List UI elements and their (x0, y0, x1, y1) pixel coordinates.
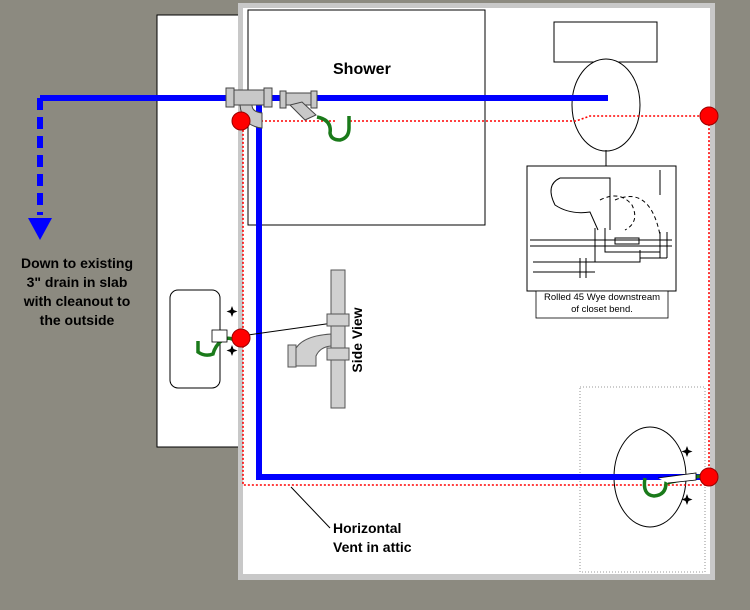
vent-callout-line (290, 486, 331, 529)
vent-connection-dot (231, 328, 251, 348)
side-view-upper-hub (326, 313, 350, 327)
sketch-wye-body (614, 237, 640, 245)
wye-detail-sketch (530, 170, 672, 278)
sparkle-icons (226, 306, 693, 505)
wye-caption-line: of closet bend. (571, 304, 633, 315)
vent-connection-dot (699, 467, 719, 487)
sparkle-icon (681, 446, 693, 457)
drain-destination-label: Down to existing 3" drain in slab with c… (6, 254, 148, 330)
wye-fitting (279, 90, 318, 121)
horizontal-vent-line (241, 115, 710, 486)
side-view-callout-line (247, 322, 334, 336)
drain-destination-line: the outside (39, 312, 115, 328)
sparkle-icon (226, 345, 238, 356)
sparkle-icon (226, 306, 238, 317)
sketch-closet-bend (594, 228, 641, 263)
wye-caption-box (535, 290, 669, 319)
horizontal-vent-label: Horizontal Vent in attic (333, 519, 412, 557)
drain-destination-line: with cleanout to (23, 293, 131, 309)
wye-hub-left (279, 90, 287, 109)
drain-destination-line: Down to existing (21, 255, 133, 271)
shower-label: Shower (333, 61, 391, 78)
vent-label-line: Horizontal (333, 520, 402, 536)
toilet-tank (553, 21, 658, 63)
drain-down-arrow-head (28, 218, 52, 240)
vent-connection-dot (231, 111, 251, 131)
shower-trap (316, 115, 351, 142)
sketch-pipe-dashed (599, 195, 661, 236)
right-sink-tailpiece (657, 472, 697, 484)
side-view-fitting (287, 269, 350, 409)
left-sink-trap (196, 336, 246, 357)
wye-branch (289, 101, 317, 121)
tee-hub-left (225, 87, 235, 108)
shower-enclosure (247, 9, 486, 226)
left-sink-tailpiece (211, 329, 228, 343)
sketch-toilet (550, 177, 611, 231)
side-view-vertical-pipe (330, 269, 346, 409)
sketch-riser (640, 232, 668, 259)
sketch-drain (533, 258, 595, 278)
toilet-bowl (571, 58, 641, 152)
sparkle-icon (681, 494, 693, 505)
vent-connection-dot (699, 106, 719, 126)
wye-caption-line: Rolled 45 Wye downstream (543, 292, 661, 303)
right-sink-trap (642, 474, 701, 498)
vent-label-line: Vent in attic (333, 539, 412, 555)
branch-drain-pipe (256, 104, 708, 480)
sketch-wall (530, 239, 672, 247)
vent-connections (231, 106, 719, 487)
wye-caption: Rolled 45 Wye downstream of closet bend. (536, 292, 668, 316)
side-view-trap-arm (287, 344, 297, 368)
side-view-lower-hub (326, 347, 350, 361)
wye-hub-right (310, 90, 318, 109)
side-view-label: Side View (349, 307, 365, 373)
tee-hub-right (263, 87, 273, 108)
side-view-sanitary-tee (293, 333, 332, 367)
drain-destination-line: 3" drain in slab (26, 274, 128, 290)
